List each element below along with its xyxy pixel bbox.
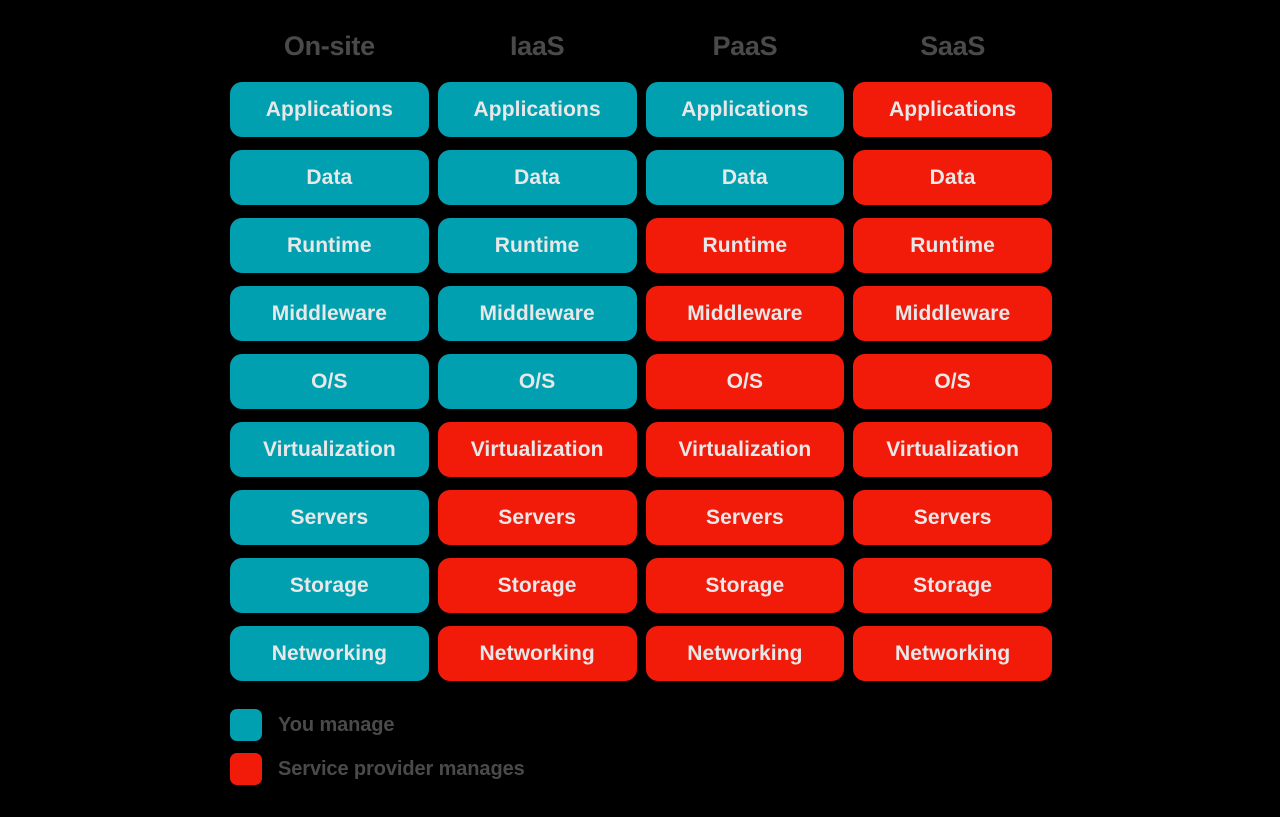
cell-paas-middleware: Middleware bbox=[645, 286, 845, 341]
legend-item-service-provider-manages: Service provider manages bbox=[230, 752, 525, 786]
cell-iaas-storage: Storage bbox=[437, 558, 637, 613]
cell-saas-virtualization: Virtualization bbox=[853, 422, 1052, 477]
legend-swatch-teal-icon bbox=[230, 709, 262, 741]
table-row: Networking Networking Networking Network… bbox=[230, 626, 1052, 681]
cell-on-site-runtime: Runtime bbox=[230, 218, 429, 273]
cell-paas-virtualization: Virtualization bbox=[645, 422, 845, 477]
cell-on-site-virtualization: Virtualization bbox=[230, 422, 429, 477]
cell-on-site-networking: Networking bbox=[230, 626, 429, 681]
cell-saas-os: O/S bbox=[853, 354, 1052, 409]
legend-swatch-red-icon bbox=[230, 753, 262, 785]
cell-saas-storage: Storage bbox=[853, 558, 1052, 613]
cell-saas-runtime: Runtime bbox=[853, 218, 1052, 273]
cell-saas-servers: Servers bbox=[853, 490, 1052, 545]
table-row: Runtime Runtime Runtime Runtime bbox=[230, 218, 1052, 273]
matrix-rows: Applications Applications Applications A… bbox=[230, 82, 1052, 681]
responsibility-matrix: On-site IaaS PaaS SaaS Applications Appl… bbox=[230, 22, 1052, 681]
cell-saas-networking: Networking bbox=[853, 626, 1052, 681]
legend-item-you-manage: You manage bbox=[230, 708, 525, 742]
column-header-paas: PaaS bbox=[712, 31, 778, 61]
table-row: O/S O/S O/S O/S bbox=[230, 354, 1052, 409]
cell-iaas-networking: Networking bbox=[437, 626, 637, 681]
cell-paas-servers: Servers bbox=[645, 490, 845, 545]
cell-on-site-applications: Applications bbox=[230, 82, 429, 137]
cell-on-site-servers: Servers bbox=[230, 490, 429, 545]
column-header-row: On-site IaaS PaaS SaaS bbox=[230, 22, 1052, 70]
cell-paas-os: O/S bbox=[645, 354, 845, 409]
cell-iaas-servers: Servers bbox=[437, 490, 637, 545]
table-row: Applications Applications Applications A… bbox=[230, 82, 1052, 137]
cell-iaas-data: Data bbox=[437, 150, 637, 205]
cell-saas-middleware: Middleware bbox=[853, 286, 1052, 341]
cell-paas-applications: Applications bbox=[645, 82, 845, 137]
cell-iaas-virtualization: Virtualization bbox=[437, 422, 637, 477]
cell-paas-networking: Networking bbox=[645, 626, 845, 681]
table-row: Servers Servers Servers Servers bbox=[230, 490, 1052, 545]
cell-iaas-applications: Applications bbox=[437, 82, 637, 137]
legend-label-you-manage: You manage bbox=[278, 713, 395, 736]
cell-on-site-os: O/S bbox=[230, 354, 429, 409]
table-row: Data Data Data Data bbox=[230, 150, 1052, 205]
table-row: Virtualization Virtualization Virtualiza… bbox=[230, 422, 1052, 477]
table-row: Middleware Middleware Middleware Middlew… bbox=[230, 286, 1052, 341]
cell-on-site-data: Data bbox=[230, 150, 429, 205]
cell-saas-applications: Applications bbox=[853, 82, 1052, 137]
cell-on-site-middleware: Middleware bbox=[230, 286, 429, 341]
legend: You manage Service provider manages bbox=[230, 708, 525, 786]
cell-paas-runtime: Runtime bbox=[645, 218, 845, 273]
table-row: Storage Storage Storage Storage bbox=[230, 558, 1052, 613]
cell-on-site-storage: Storage bbox=[230, 558, 429, 613]
cell-paas-storage: Storage bbox=[645, 558, 845, 613]
cell-saas-data: Data bbox=[853, 150, 1052, 205]
column-header-saas: SaaS bbox=[920, 31, 986, 61]
cell-paas-data: Data bbox=[645, 150, 845, 205]
legend-label-service-provider-manages: Service provider manages bbox=[278, 757, 525, 780]
cell-iaas-os: O/S bbox=[437, 354, 637, 409]
cell-iaas-runtime: Runtime bbox=[437, 218, 637, 273]
column-header-on-site: On-site bbox=[283, 31, 375, 61]
column-header-iaas: IaaS bbox=[509, 31, 565, 61]
cell-iaas-middleware: Middleware bbox=[437, 286, 637, 341]
